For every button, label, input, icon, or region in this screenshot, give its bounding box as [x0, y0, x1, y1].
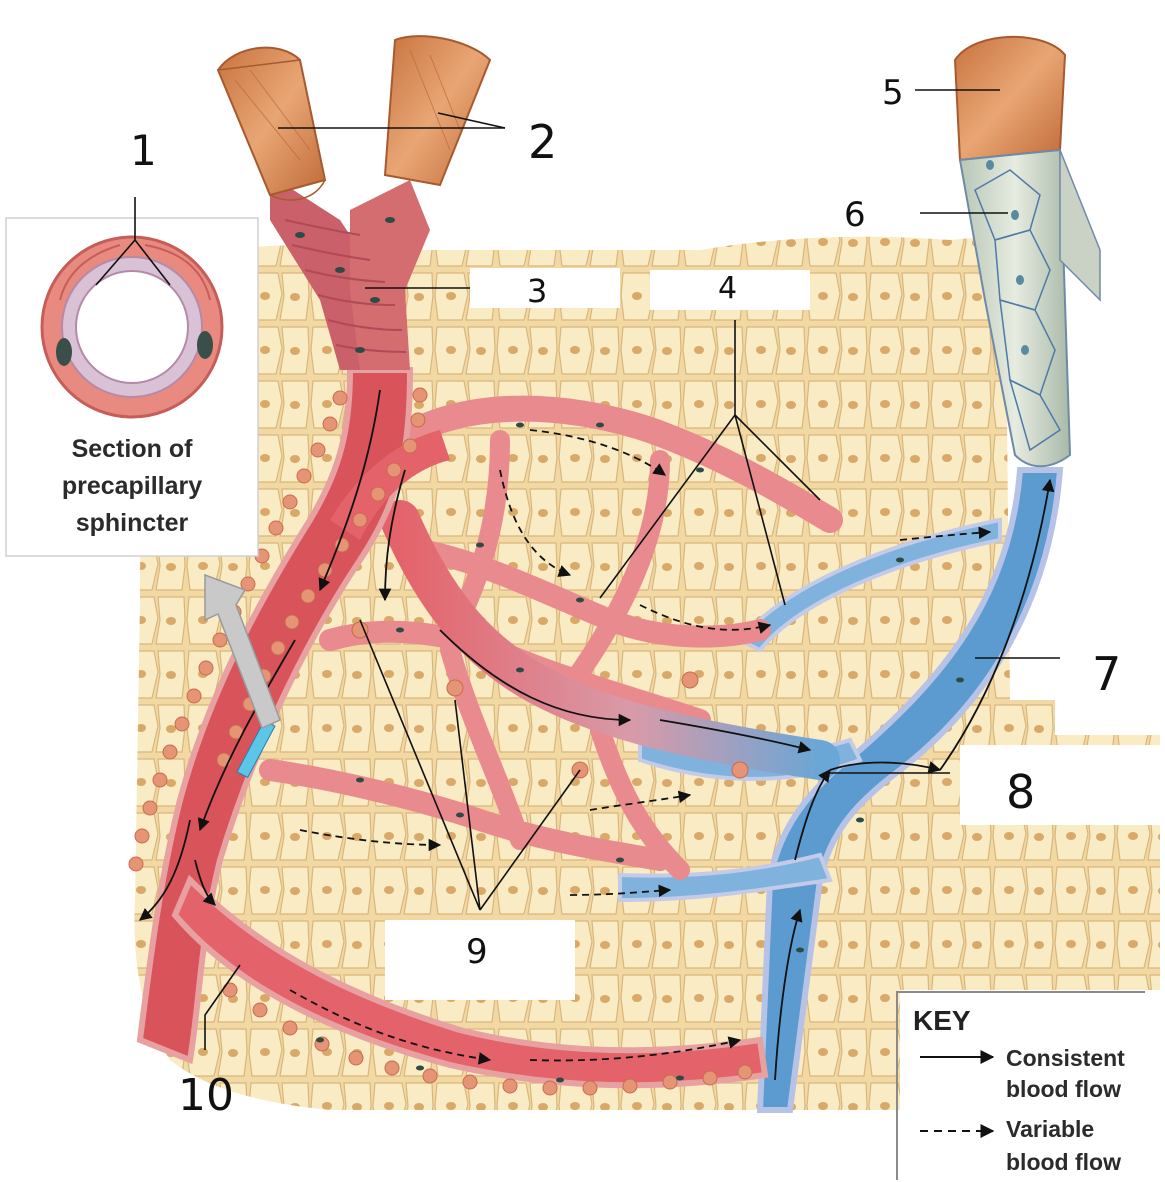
- key-title: KEY: [913, 1005, 971, 1036]
- key-variable-line2: blood flow: [1006, 1149, 1121, 1175]
- inset-callout-arrow: [204, 573, 281, 730]
- flow-key-legend: KEY Consistent blood flow Variable blood…: [896, 991, 1145, 1180]
- label-10: 10: [178, 1070, 234, 1121]
- flow-arrows: [139, 389, 1055, 1081]
- key-variable-line1: Variable: [1006, 1116, 1094, 1142]
- label-7: 7: [1092, 647, 1121, 701]
- label-3: 3: [527, 272, 547, 310]
- sphincter-inset: Section of precapillary sphincter: [5, 217, 259, 557]
- label-8: 8: [1006, 765, 1035, 819]
- key-consistent-line2: blood flow: [1006, 1076, 1121, 1102]
- artery-branches: [270, 175, 430, 370]
- inset-caption-line2: precapillary: [62, 472, 202, 500]
- inset-caption-line3: sphincter: [76, 509, 189, 537]
- label-1: 1: [130, 126, 157, 175]
- vein-segment: [953, 35, 1101, 468]
- label-2: 2: [528, 115, 557, 169]
- label-6: 6: [844, 195, 866, 235]
- label-9: 9: [466, 932, 488, 972]
- smooth-muscle-beads: [128, 387, 753, 1096]
- key-consistent-line1: Consistent: [1006, 1045, 1125, 1071]
- inset-caption-line1: Section of: [72, 435, 194, 463]
- artery-adventitia: [216, 35, 492, 201]
- label-4: 4: [718, 271, 737, 306]
- label-boxes: [385, 190, 1165, 1000]
- leader-lines: [95, 89, 1060, 1050]
- endothelial-nuclei: [316, 422, 964, 1083]
- capillary-network: [259, 395, 843, 880]
- label-5: 5: [882, 73, 904, 113]
